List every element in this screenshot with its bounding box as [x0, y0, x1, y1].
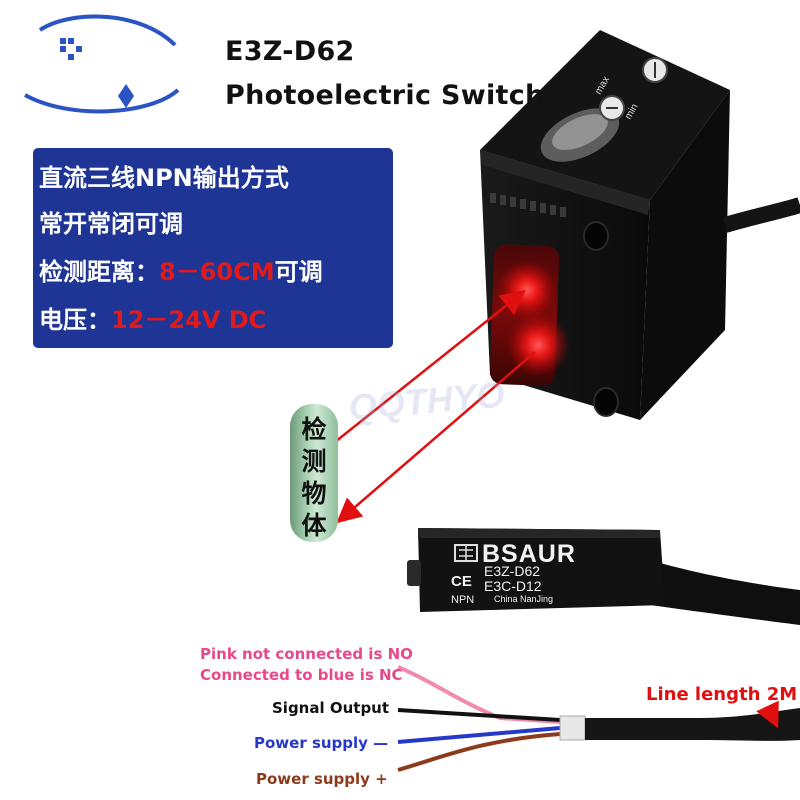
- sensor-model-label-2: E3C-D12: [484, 578, 542, 594]
- emitted-beam: [334, 289, 526, 443]
- power-plus-label: Power supply +: [256, 770, 388, 788]
- reflected-beam: [336, 351, 536, 524]
- sensor-model-label-1: E3Z-D62: [484, 563, 541, 579]
- ce-mark: CE: [451, 573, 472, 590]
- spec-no-nc: 常开常闭可调: [39, 210, 183, 238]
- npn-label: NPN: [451, 594, 475, 606]
- detected-object: 检 测 物 体: [290, 404, 338, 542]
- spec-output-type: 直流三线NPN输出方式: [39, 164, 289, 192]
- detected-object-char: 检: [301, 415, 327, 444]
- spec-distance: 检测距离：8－60CM可调: [39, 252, 323, 287]
- svg-text:QQTHYO: QQTHYO: [347, 374, 506, 428]
- logo: [24, 14, 180, 114]
- wiring-diagram: [397, 665, 800, 772]
- signal-output-label: Signal Output: [272, 699, 390, 717]
- product-name-title: Photoelectric Switch: [225, 80, 545, 111]
- sensor-side-view: [407, 528, 800, 625]
- spec-voltage-label: 电压：: [39, 306, 111, 334]
- detected-object-char: 体: [301, 511, 327, 540]
- sensor-brand-label: BSAUR: [482, 540, 576, 568]
- power-minus-label: Power supply —: [254, 734, 389, 752]
- spec-voltage: 电压：12－24V DC: [39, 300, 266, 335]
- spec-distance-label: 检测距离：: [39, 258, 159, 286]
- spec-distance-suffix: 可调: [274, 258, 323, 286]
- spec-distance-value: 8－60CM: [159, 258, 275, 286]
- pink-wire-note-1: Pink not connected is NO: [200, 645, 413, 663]
- spec-box: 直流三线NPN输出方式 常开常闭可调 检测距离：8－60CM可调 电压：12－2…: [33, 148, 393, 348]
- sensor-origin-label: China NanJing: [494, 594, 554, 604]
- emitter-glow: [497, 260, 557, 320]
- line-length-label: Line length 2M: [646, 684, 798, 705]
- spec-voltage-value: 12－24V DC: [111, 306, 267, 334]
- detected-object-char: 测: [301, 447, 327, 476]
- receiver-glow: [506, 313, 570, 377]
- product-model-title: E3Z-D62: [225, 36, 355, 67]
- detected-object-char: 物: [301, 479, 327, 508]
- pink-wire-note-2: Connected to blue is NC: [200, 666, 403, 684]
